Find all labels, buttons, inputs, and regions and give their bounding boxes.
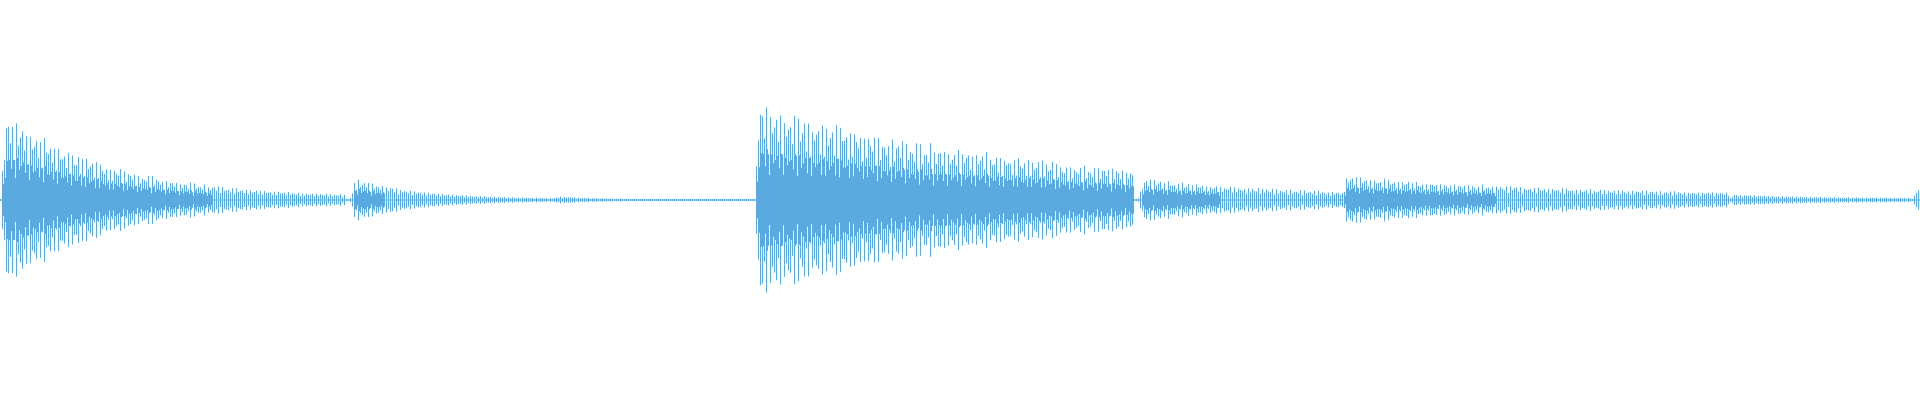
waveform-bars — [0, 107, 1920, 293]
